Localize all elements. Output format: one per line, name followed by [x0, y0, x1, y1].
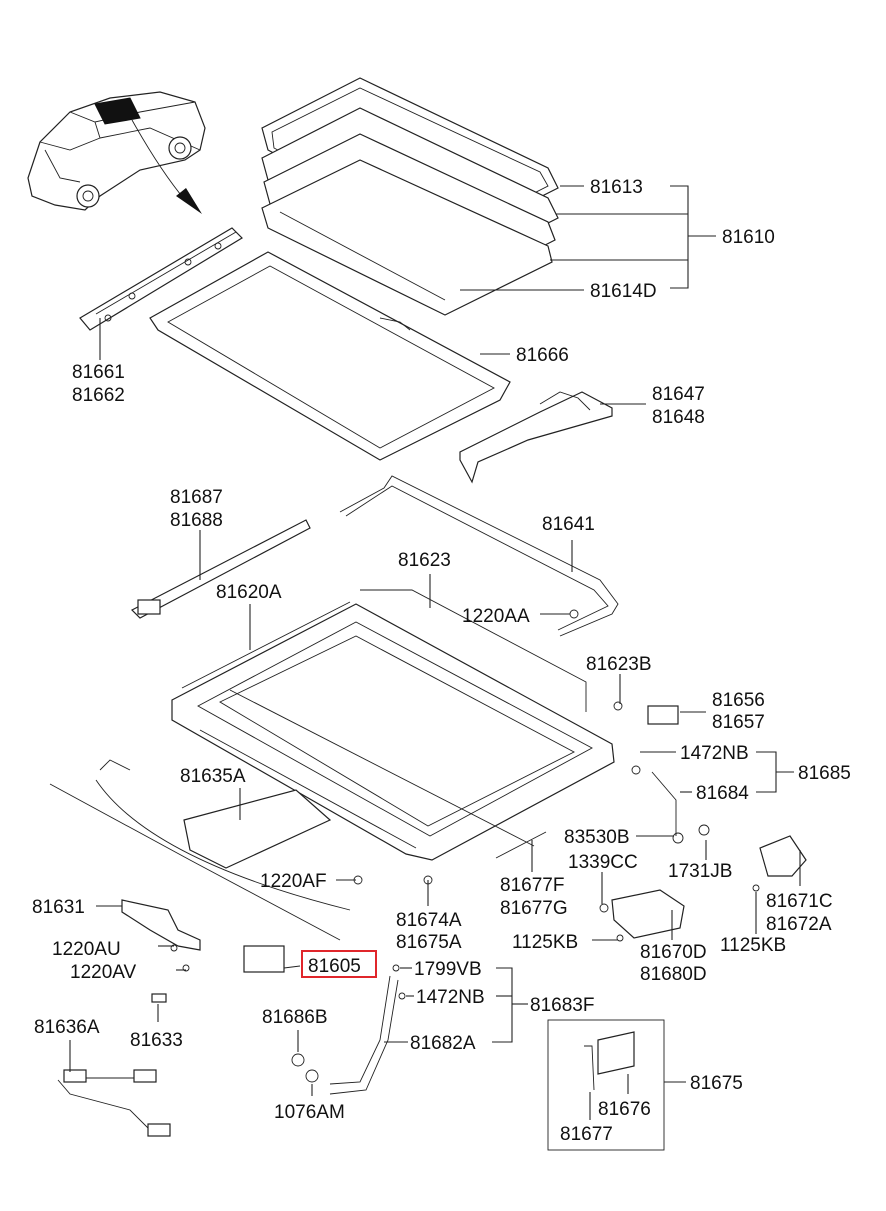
label-81677G: 81677G	[500, 898, 568, 919]
label-81631: 81631	[32, 897, 85, 918]
sunshade-panel	[149, 251, 511, 461]
label-81670D: 81670D	[640, 942, 707, 963]
front-bracket	[79, 227, 243, 331]
label-81682A: 81682A	[410, 1033, 476, 1054]
label-1076AM: 1076AM	[274, 1102, 345, 1123]
label-81641: 81641	[542, 514, 595, 535]
label-81610: 81610	[722, 227, 775, 248]
label-1731JB: 1731JB	[668, 861, 732, 882]
label-81635A: 81635A	[180, 766, 246, 787]
label-81684: 81684	[696, 783, 749, 804]
label-81648: 81648	[652, 407, 705, 428]
label-81614D: 81614D	[590, 281, 657, 302]
label-1472NB-a: 1472NB	[680, 743, 749, 764]
label-81683F: 81683F	[530, 995, 594, 1016]
label-81661: 81661	[72, 362, 125, 383]
guide-rail-front	[130, 519, 311, 619]
label-81677: 81677	[560, 1124, 613, 1145]
glass-panel-assembly	[261, 77, 559, 316]
label-81633: 81633	[130, 1030, 183, 1051]
drive-cable-assembly	[49, 759, 351, 973]
label-81671C: 81671C	[766, 891, 833, 912]
label-81657: 81657	[712, 712, 765, 733]
deflector-frame	[339, 475, 619, 637]
label-81613: 81613	[590, 177, 643, 198]
inset-box-81675	[547, 1019, 665, 1151]
label-81680D: 81680D	[640, 964, 707, 985]
sunroof-main-frame	[171, 589, 615, 861]
label-81636A: 81636A	[34, 1017, 100, 1038]
leader-lines	[69, 185, 801, 1120]
side-rail-mechanism	[459, 391, 613, 484]
label-81688: 81688	[170, 510, 223, 531]
hardware-fasteners	[57, 609, 807, 1137]
label-1220AU: 1220AU	[52, 939, 121, 960]
label-1125KB-a: 1125KB	[512, 932, 578, 953]
label-81672A: 81672A	[766, 914, 832, 935]
label-81677F: 81677F	[500, 875, 564, 896]
part-labels: 81613 81610 81614D 81661 81662 81666 816…	[32, 177, 851, 1145]
label-1339CC: 1339CC	[568, 852, 638, 873]
label-81656: 81656	[712, 690, 765, 711]
label-81686B: 81686B	[262, 1007, 328, 1028]
label-81623B: 81623B	[586, 654, 652, 675]
highlight-box-81605	[301, 950, 377, 978]
label-81647: 81647	[652, 384, 705, 405]
label-1799VB: 1799VB	[414, 959, 482, 980]
label-1220AV: 1220AV	[70, 962, 137, 983]
label-81666: 81666	[516, 345, 569, 366]
label-81676: 81676	[598, 1099, 651, 1120]
label-81605: 81605	[308, 956, 361, 977]
label-81675: 81675	[690, 1073, 743, 1094]
label-83530B: 83530B	[564, 827, 630, 848]
label-1220AA: 1220AA	[462, 606, 530, 627]
label-1125KB-b: 1125KB	[720, 935, 786, 956]
label-81685: 81685	[798, 763, 851, 784]
label-1220AF: 1220AF	[260, 871, 327, 892]
vehicle-illustration	[27, 91, 206, 214]
label-81662: 81662	[72, 385, 125, 406]
label-81687: 81687	[170, 487, 223, 508]
label-81620A: 81620A	[216, 582, 282, 603]
label-1472NB-b: 1472NB	[416, 987, 485, 1008]
label-81674A: 81674A	[396, 910, 462, 931]
label-81675A: 81675A	[396, 932, 462, 953]
label-81623: 81623	[398, 550, 451, 571]
